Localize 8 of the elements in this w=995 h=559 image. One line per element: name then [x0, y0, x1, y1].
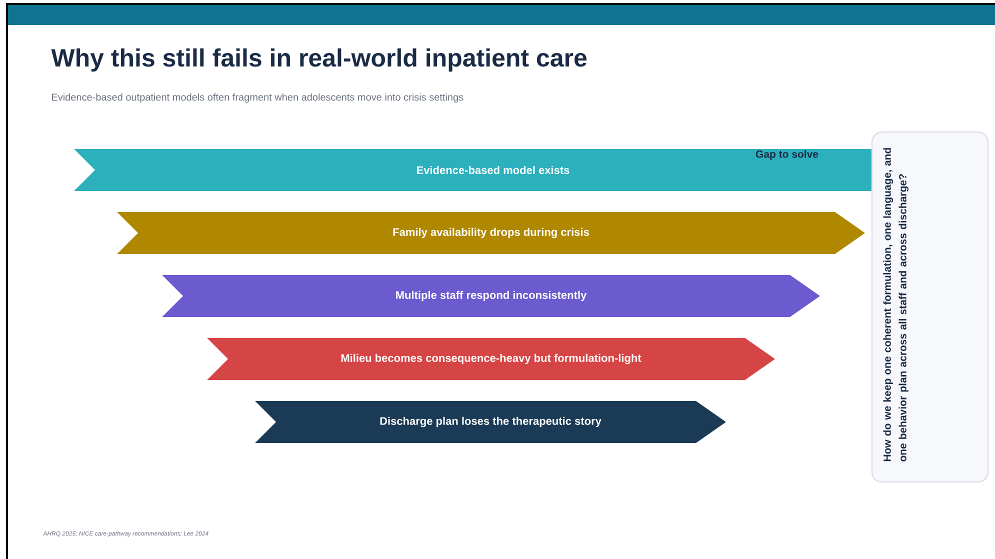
chevron-band: Milieu becomes consequence-heavy but formulation-light	[207, 338, 775, 380]
chevron-band: Discharge plan loses the therapeutic story	[255, 401, 726, 443]
question-card: How do we keep one coherent formulation, one language, and one behavior plan across all staff and across discharge?	[871, 131, 989, 483]
title: Why this still fails in real-world inpatient care	[51, 48, 587, 72]
chevron-band: Multiple staff respond inconsistently	[162, 275, 820, 317]
subtitle: Evidence-based outpatient models often fragment when adolescents move into crisis settings	[52, 93, 464, 103]
gap-label: Gap to solve	[756, 150, 818, 160]
chevron-band: Family availability drops during crisis	[117, 212, 865, 254]
